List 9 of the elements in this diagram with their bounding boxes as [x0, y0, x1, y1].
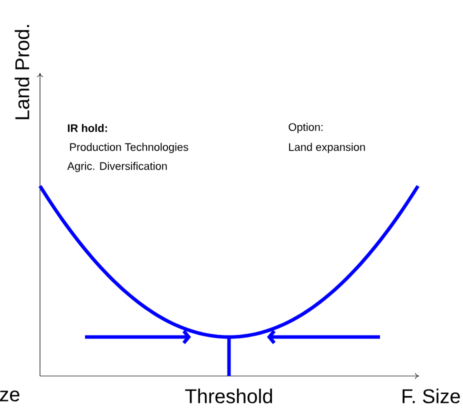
axis-tick-label: Threshold	[185, 388, 272, 404]
option-heading: IR hold:	[68, 124, 107, 132]
option-heading: Option:	[288, 122, 323, 134]
option-text: Land expansion	[289, 142, 365, 154]
option-text: Production Technologies	[70, 142, 188, 154]
option-text: Agric. Diversification	[67, 162, 167, 172]
axis-label: F. Size	[402, 388, 460, 404]
axis-label: Land Prod.	[14, 25, 30, 120]
axis-label: ze	[0, 390, 20, 402]
